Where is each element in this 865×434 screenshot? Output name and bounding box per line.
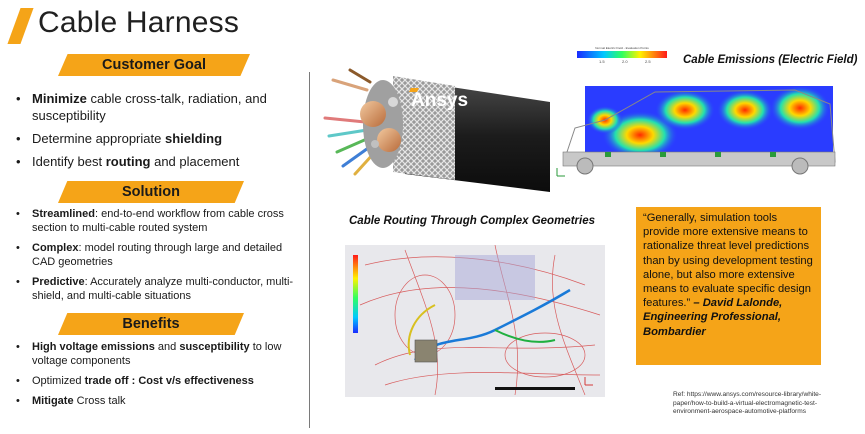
customer-goal-banner: Customer Goal xyxy=(58,54,250,76)
benefits-list: High voltage emissions and susceptibilit… xyxy=(14,340,299,414)
title-accent-bar xyxy=(7,8,34,44)
solution-list: Streamlined: end-to-end workflow from ca… xyxy=(14,207,299,309)
list-item: Streamlined: end-to-end workflow from ca… xyxy=(14,207,299,235)
routing-render xyxy=(345,245,605,397)
svg-text:2.0: 2.0 xyxy=(622,59,628,64)
solution-banner: Solution xyxy=(58,181,244,203)
customer-goal-list: Minimize cable cross-talk, radiation, an… xyxy=(14,90,304,176)
quote-box: “Generally, simulation tools provide mor… xyxy=(636,207,821,365)
page-title: Cable Harness xyxy=(38,6,240,39)
list-item: High voltage emissions and susceptibilit… xyxy=(14,340,299,368)
reference-text: Ref: https://www.ansys.com/resource-libr… xyxy=(673,391,822,415)
list-item: Determine appropriate shielding xyxy=(14,130,304,147)
quote-text: “Generally, simulation tools provide mor… xyxy=(643,212,813,310)
list-item: Optimized trade off : Cost v/s effective… xyxy=(14,374,299,388)
list-item: Predictive: Accurately analyze multi-con… xyxy=(14,275,299,303)
routing-caption: Cable Routing Through Complex Geometries xyxy=(349,215,595,227)
emissions-field-plot xyxy=(556,86,836,177)
list-item: Identify best routing and placement xyxy=(14,153,304,170)
vertical-divider xyxy=(309,72,310,428)
list-item: Complex: model routing through large and… xyxy=(14,241,299,269)
quote-attribution: – David Lalonde, Engineering Professiona… xyxy=(643,297,783,338)
cable-cross-section-image: Ansys xyxy=(323,68,550,192)
emissions-caption: Cable Emissions (Electric Field) xyxy=(683,54,858,66)
list-item: Minimize cable cross-talk, radiation, an… xyxy=(14,90,304,124)
svg-text:1.5: 1.5 xyxy=(599,59,605,64)
emissions-colorbar: Normal Electric Field - Evaluation Point… xyxy=(577,46,667,64)
svg-text:Normal Electric Field - Evalua: Normal Electric Field - Evaluation Point… xyxy=(595,46,649,50)
benefits-banner: Benefits xyxy=(58,313,244,335)
svg-text:2.5: 2.5 xyxy=(645,59,651,64)
ansys-logo: Ansys xyxy=(411,90,468,111)
list-item: Mitigate Cross talk xyxy=(14,394,299,408)
